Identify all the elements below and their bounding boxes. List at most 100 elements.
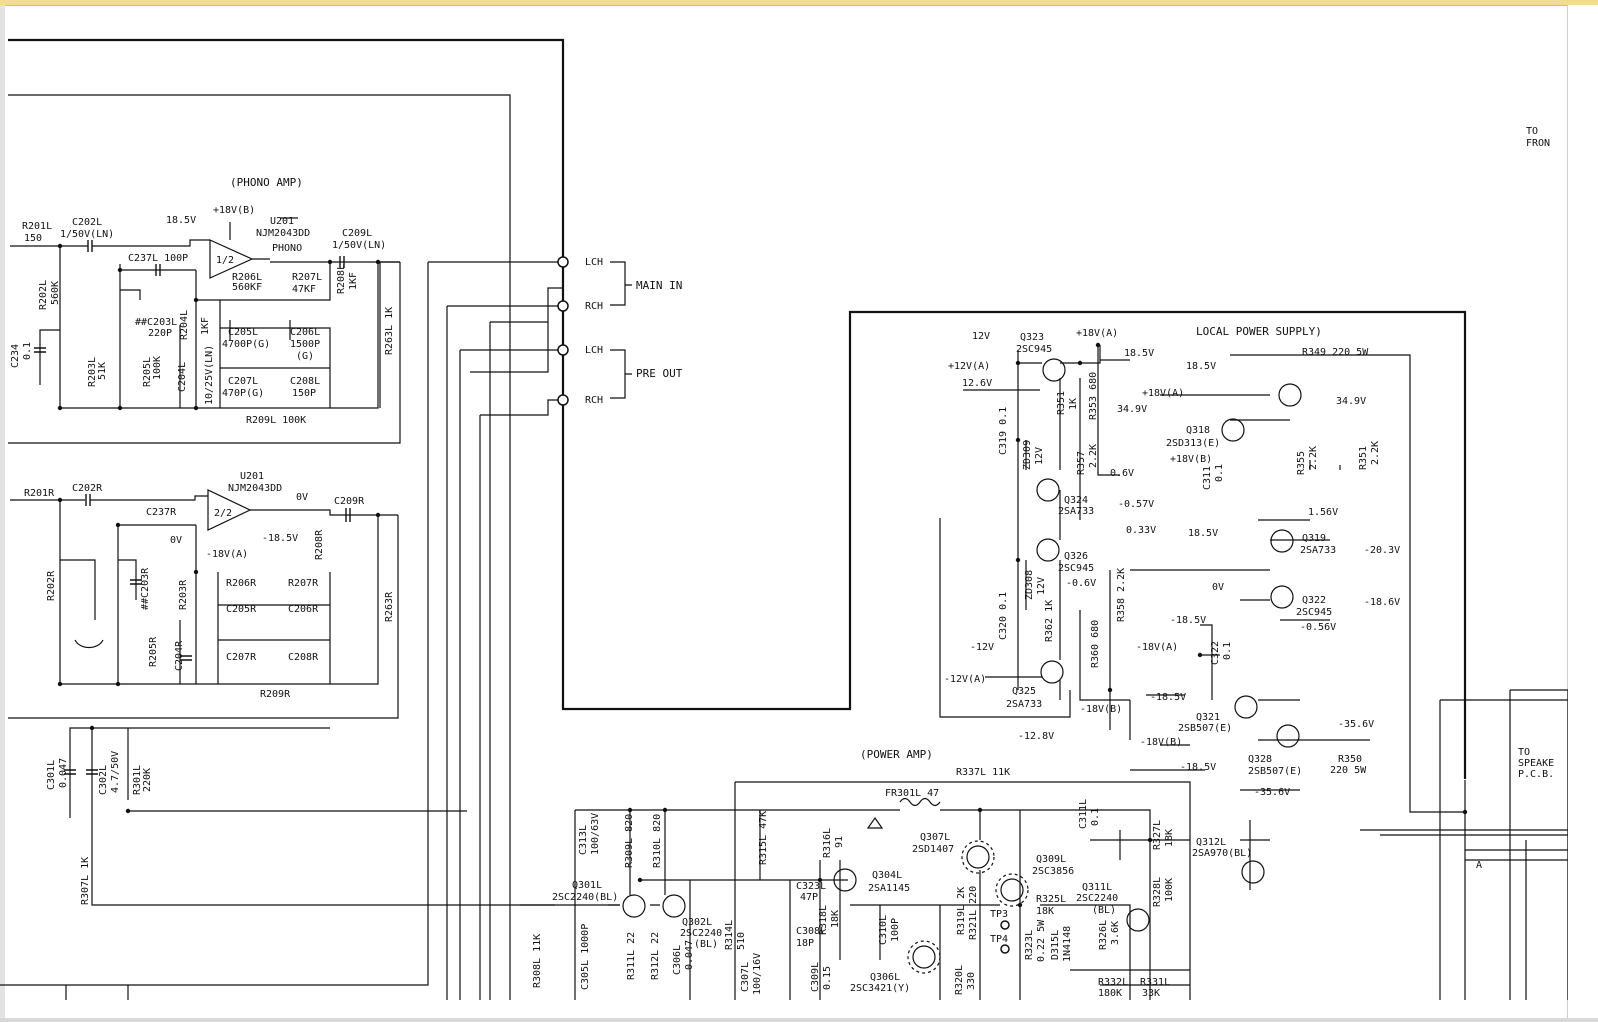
power-amp-title: (POWER AMP) [860,748,933,761]
local-power-supply-title: LOCAL POWER SUPPLY) [1196,325,1322,338]
component-label: C209R [334,496,365,507]
component-label: R319L 2K [956,887,967,935]
component-label: 2SC945 [1058,563,1094,574]
component-label: -12.8V [1018,731,1054,742]
component-label: 12V [1036,577,1047,595]
component-label: R314L [724,920,735,950]
component-label: R263R [384,591,395,622]
component-label: 2SB507(E) [1178,723,1232,734]
component-label: 100K [1164,878,1175,902]
component-label: C309L [810,962,821,992]
component-label: 0V [1212,582,1224,593]
component-label: 2SA733 [1058,506,1094,517]
component-label: 12V [1034,447,1045,465]
component-label: -0.56V [1300,622,1336,633]
component-label: A [1476,860,1482,871]
component-label: 10/25V(LN) [204,345,215,405]
component-label: R350 [1338,754,1362,765]
component-label: 3.6K [1110,921,1121,945]
component-label: Q309L [1036,854,1066,865]
component-label: C305L 1000P [580,924,591,990]
component-label: 2.2K [1308,446,1319,470]
component-label: 1KF [348,272,359,290]
component-label: Q301L [572,880,602,891]
component-label: 18K [1164,829,1175,847]
component-label: C308L [796,926,826,937]
edge-note-speaker: SPEAKE [1518,758,1554,769]
component-label: 220 5W [1330,765,1367,776]
component-label: +12V(A) [948,361,990,372]
component-label: D315L [1050,930,1061,960]
component-label: -35.6V [1338,719,1374,730]
component-label: Q319 [1302,533,1326,544]
component-label: Q323 [1020,332,1044,343]
jack-label-lch-pre: LCH [585,345,603,356]
component-label: 18.5V [1186,361,1216,372]
component-label: FR301L 47 [885,788,939,799]
component-label: R362 1K [1044,600,1055,642]
component-label: 180K [1098,988,1122,999]
component-label: 330 [966,972,977,990]
component-label: 91 [834,836,845,848]
component-label: 12V [972,331,990,342]
component-label: R349 220 5W [1302,347,1369,358]
component-label: 18.5V [166,215,196,226]
component-label: R320L [954,965,965,995]
component-label: (BL) [1092,905,1116,916]
component-label: (BL) [694,939,718,950]
component-label: C307L [740,962,751,992]
component-label: +18V(B) [213,205,255,216]
edge-note-to: TO [1526,126,1538,137]
component-label: R205R [148,636,159,667]
component-label: 1/50V(LN) [60,229,114,240]
component-label: 560KF [232,282,262,293]
component-label: R307L 1K [80,857,91,905]
component-label: 150 [24,233,42,244]
component-label: C202L [72,217,102,228]
component-label: C206R [288,604,319,615]
component-label: +18V(B) [1170,454,1212,465]
component-label: 4700P(G) [222,339,270,350]
component-label: 47KF [292,284,316,295]
component-label: C301L [46,760,57,790]
component-label: 18K [830,910,841,928]
component-label: 0.1 [1222,642,1233,660]
component-label: -18.5V [262,533,298,544]
component-label: R315L 47K [758,811,769,865]
component-label: U201 [240,471,264,482]
component-label: R209L 100K [246,415,306,426]
component-label: R321L 220 [968,886,979,940]
component-label: 220P [148,328,172,339]
component-label: PHONO [272,243,302,254]
pre-out-label: PRE OUT [636,367,683,380]
component-label: ZD309 [1022,440,1033,470]
component-label: 0.047 [58,758,69,788]
component-label: C204L [177,362,188,392]
phono-amp-right-wiring [8,489,399,719]
component-label: 0.15 [822,966,833,990]
component-label: C205L [228,327,258,338]
component-label: -12V [970,642,994,653]
component-label: C234 [10,344,21,368]
component-label: 470P(G) [222,388,264,399]
component-label: R360 680 [1090,620,1101,668]
component-label: C311 [1202,466,1213,490]
component-label: 1.56V [1308,507,1338,518]
component-label: -20.3V [1364,545,1400,556]
component-label: (G) [296,351,314,362]
component-label: 2SC945 [1016,344,1052,355]
component-label: C322 [1210,641,1221,665]
component-label: -18.5V [1180,762,1216,773]
component-label: 1/50V(LN) [332,240,386,251]
component-label: 2SA1145 [868,883,910,894]
viewer-right-scroll-area[interactable] [1567,5,1598,1022]
component-label: R208R [314,529,325,560]
component-label: 0.1 [1090,808,1101,826]
component-label: Q304L [872,870,902,881]
component-label: TP4 [990,934,1008,945]
jack-symbols [557,256,1010,954]
component-label: C208L [290,376,320,387]
component-label: R209R [260,689,291,700]
component-labels: R201L150C202L1/50V(LN)18.5V+18V(B)U201NJ… [10,205,1482,999]
component-label: ##C203L [135,317,177,328]
